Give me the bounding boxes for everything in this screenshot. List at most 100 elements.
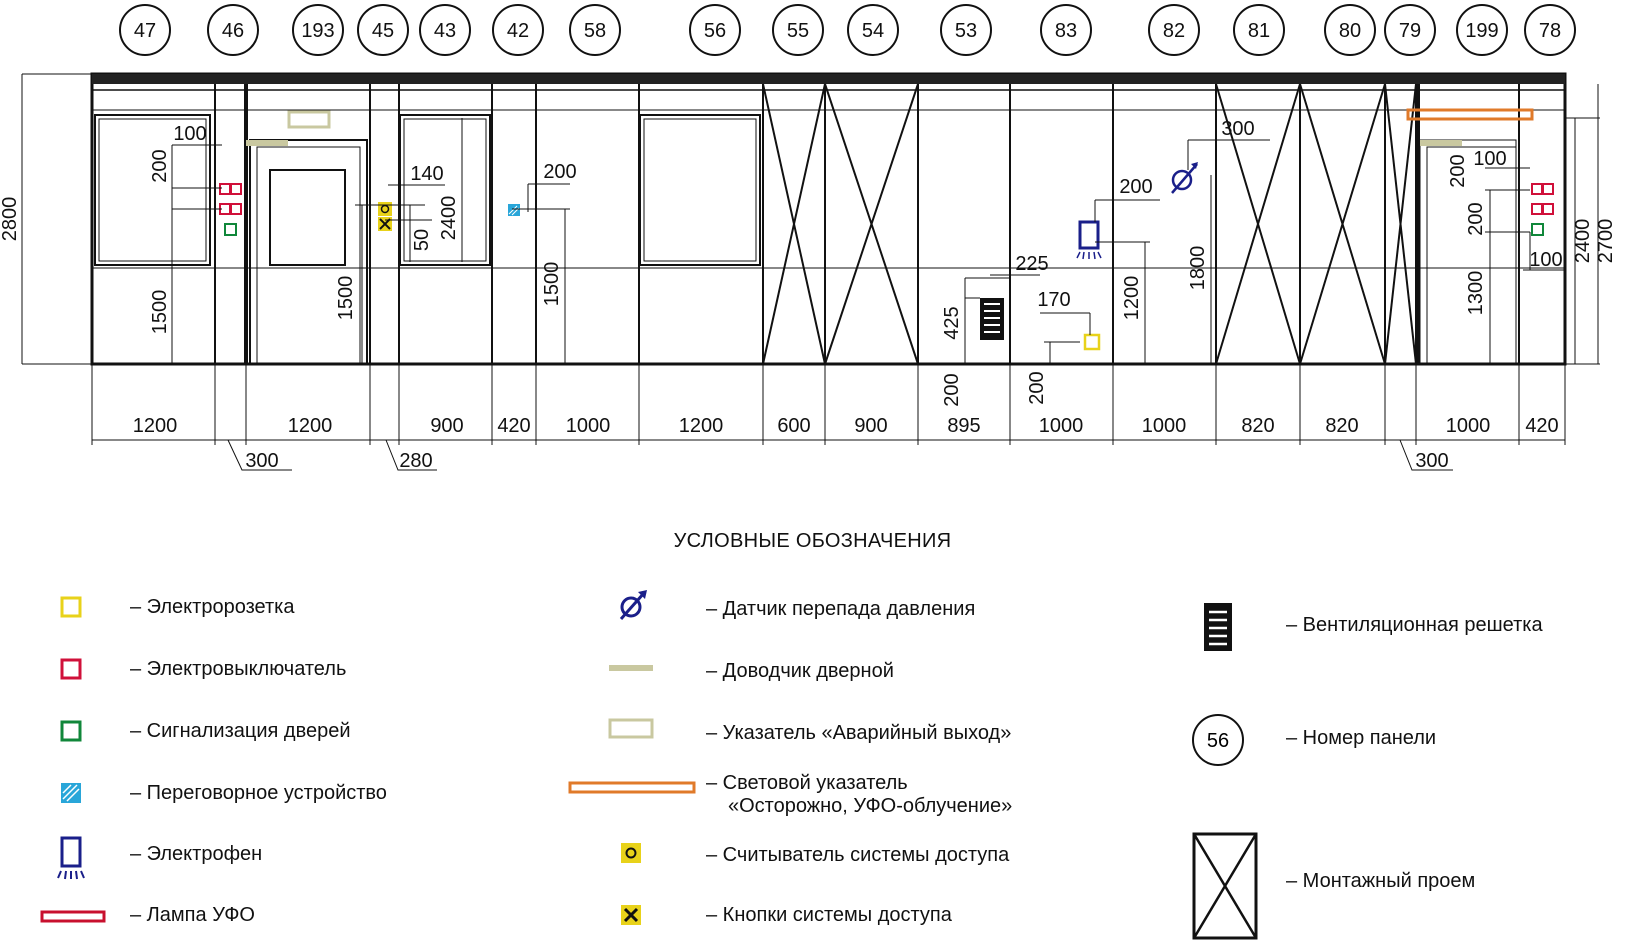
width-dim: 1000 bbox=[1142, 415, 1187, 437]
svg-text:1500: 1500 bbox=[335, 276, 357, 321]
panel-number-193: 193 bbox=[292, 4, 344, 56]
panel-number-47: 47 bbox=[119, 4, 171, 56]
width-dim: 420 bbox=[497, 415, 530, 437]
uv-warning-sign-icon bbox=[568, 781, 696, 794]
dimension-lines bbox=[21, 73, 1600, 471]
panel-elevation-drawing: 47 46 193 45 43 42 58 56 55 54 53 83 82 … bbox=[0, 4, 1617, 472]
door-193 bbox=[249, 139, 368, 365]
pressure-sensor-icon bbox=[619, 590, 647, 620]
panel-number-56: 56 bbox=[689, 4, 741, 56]
socket-icon bbox=[60, 596, 82, 618]
legend-uv-warning-line2: «Осторожно, УФО-облучение» bbox=[728, 795, 1013, 817]
svg-text:100: 100 bbox=[1529, 249, 1562, 271]
door-closer-icon bbox=[609, 665, 653, 671]
svg-text:2400: 2400 bbox=[438, 196, 460, 241]
svg-text:100: 100 bbox=[173, 123, 206, 145]
svg-text:80: 80 bbox=[1339, 20, 1361, 42]
panel-number-83: 83 bbox=[1040, 4, 1092, 56]
svg-text:170: 170 bbox=[1037, 289, 1070, 311]
offset-dim: 280 bbox=[399, 450, 432, 472]
svg-text:200: 200 bbox=[1026, 371, 1048, 404]
legend-switch: – Электровыключатель bbox=[130, 658, 347, 680]
legend-vent-grille: – Вентиляционная решетка bbox=[1286, 614, 1543, 636]
svg-text:200: 200 bbox=[941, 373, 963, 406]
legend-uv-lamp: – Лампа УФО bbox=[130, 904, 255, 926]
panel-number-58: 58 bbox=[569, 4, 621, 56]
svg-text:1500: 1500 bbox=[541, 262, 563, 307]
svg-text:47: 47 bbox=[134, 20, 156, 42]
exit-sign-icon bbox=[608, 718, 654, 739]
legend-access-buttons: – Кнопки системы доступа bbox=[706, 904, 952, 926]
panel-number-55: 55 bbox=[772, 4, 824, 56]
width-dim: 1000 bbox=[1039, 415, 1084, 437]
width-dim: 1000 bbox=[566, 415, 611, 437]
svg-text:1800: 1800 bbox=[1187, 246, 1209, 291]
legend-mounting-opening: – Монтажный проем bbox=[1286, 870, 1476, 892]
door-alarm-icon bbox=[224, 223, 237, 236]
exit-sign-icon bbox=[287, 110, 331, 129]
height-2700: 2700 bbox=[1595, 219, 1617, 264]
panel-number-46: 46 bbox=[207, 4, 259, 56]
offset-dim: 300 bbox=[245, 450, 278, 472]
legend-door-closer: – Доводчик дверной bbox=[706, 660, 894, 682]
door-alarm-icon bbox=[1531, 223, 1544, 236]
width-dim: 600 bbox=[777, 415, 810, 437]
switch-icon bbox=[219, 203, 242, 215]
mounting-opening-icon bbox=[1192, 832, 1258, 940]
width-dim: 1200 bbox=[133, 415, 178, 437]
mounting-openings bbox=[762, 83, 1417, 365]
svg-text:43: 43 bbox=[434, 20, 456, 42]
svg-text:1300: 1300 bbox=[1465, 271, 1487, 316]
legend-panel-number: – Номер панели bbox=[1286, 727, 1437, 749]
card-reader-icon bbox=[621, 843, 641, 863]
door-frame-right bbox=[1416, 84, 1420, 364]
svg-text:46: 46 bbox=[222, 20, 244, 42]
svg-text:425: 425 bbox=[941, 306, 963, 339]
pressure-sensor-icon bbox=[1171, 162, 1198, 194]
door-alarm-icon bbox=[60, 720, 82, 742]
dimension-texts: 2800 2400 2700 1200 1200 900 420 1000 12… bbox=[0, 118, 1617, 472]
legend-card-reader: – Считыватель системы доступа bbox=[706, 844, 1010, 866]
uv-warning-sign-icon bbox=[1406, 108, 1534, 121]
door-closer-icon bbox=[1420, 140, 1462, 146]
legend-uv-warning: – Световой указатель «Осторожно, УФО-обл… bbox=[706, 772, 1012, 818]
hand-dryer-icon bbox=[1076, 220, 1102, 260]
svg-text:79: 79 bbox=[1399, 20, 1421, 42]
devices bbox=[219, 108, 1554, 351]
legend-door-alarm: – Сигнализация дверей bbox=[130, 720, 351, 742]
svg-text:78: 78 bbox=[1539, 20, 1561, 42]
svg-text:100: 100 bbox=[1473, 148, 1506, 170]
width-dim: 1200 bbox=[679, 415, 724, 437]
vent-grille-icon bbox=[1204, 603, 1232, 651]
legend-intercom: – Переговорное устройство bbox=[130, 782, 387, 804]
width-dim: 820 bbox=[1325, 415, 1358, 437]
panel-number-79: 79 bbox=[1384, 4, 1436, 56]
panel-number-81: 81 bbox=[1233, 4, 1285, 56]
legend-socket: – Электророзетка bbox=[130, 596, 295, 618]
svg-text:58: 58 bbox=[584, 20, 606, 42]
switch-icon bbox=[219, 183, 242, 195]
switch-icon bbox=[1531, 203, 1554, 215]
card-reader-icon bbox=[378, 202, 392, 216]
panel-number-80: 80 bbox=[1324, 4, 1376, 56]
windows bbox=[94, 114, 761, 266]
svg-text:45: 45 bbox=[372, 20, 394, 42]
switch-icon bbox=[1531, 183, 1554, 195]
legend-hand-dryer: – Электрофен bbox=[130, 843, 263, 865]
height-2400: 2400 bbox=[1572, 219, 1594, 264]
width-dim: 420 bbox=[1525, 415, 1558, 437]
svg-text:200: 200 bbox=[1465, 202, 1487, 235]
width-dim: 1200 bbox=[288, 415, 333, 437]
door-closer-icon bbox=[246, 140, 288, 146]
legend-title: УСЛОВНЫЕ ОБОЗНАЧЕНИЯ bbox=[673, 530, 952, 552]
socket-icon bbox=[1083, 333, 1101, 351]
svg-text:55: 55 bbox=[787, 20, 809, 42]
svg-text:82: 82 bbox=[1163, 20, 1185, 42]
svg-text:81: 81 bbox=[1248, 20, 1270, 42]
svg-text:50: 50 bbox=[411, 229, 433, 251]
svg-text:140: 140 bbox=[410, 163, 443, 185]
svg-text:199: 199 bbox=[1465, 20, 1498, 42]
panel-number-82: 82 bbox=[1148, 4, 1200, 56]
door-199 bbox=[1419, 139, 1517, 365]
legend-uv-warning-line1: – Световой указатель bbox=[706, 772, 908, 794]
